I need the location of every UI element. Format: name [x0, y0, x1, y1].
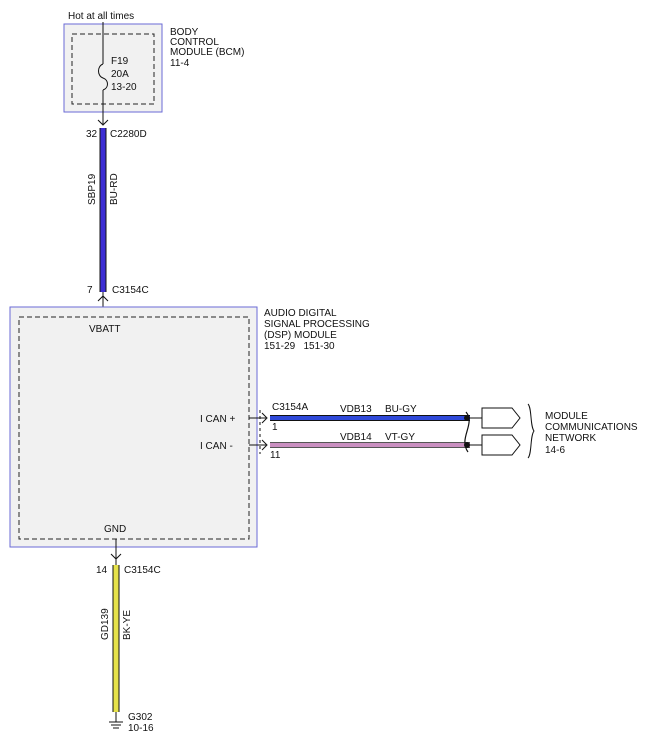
network-arrow-bottom-icon — [481, 434, 521, 456]
c3154c-top-pin: 7 — [87, 285, 93, 296]
wire-sbp19-circuit: SBP19 — [87, 173, 98, 205]
bcm-name-line-2: CONTROL — [170, 37, 219, 48]
network-arrow-top-icon — [481, 407, 521, 429]
c3154a-minus-connector-symbol — [261, 439, 268, 451]
twisted-pair-marker — [464, 411, 470, 453]
network-name-line-1: MODULE — [545, 411, 588, 422]
c2280d-pin: 32 — [86, 129, 98, 140]
bcm-name-line-3: MODULE (BCM) — [170, 47, 244, 58]
dsp-module-inner-boundary — [18, 316, 250, 540]
wire-vdb13-circuit: VDB13 — [340, 404, 372, 415]
network-name-line-2: COMMUNICATIONS — [545, 422, 638, 433]
dsp-page-refs: 151-29 151-30 — [264, 341, 335, 352]
c3154c-bottom-connector-symbol — [110, 553, 122, 560]
fuse-ref: 13-20 — [111, 82, 137, 93]
c3154a-pin-minus: 11 — [270, 450, 281, 461]
c3154c-top-connector-symbol — [97, 295, 109, 302]
bcm-module-inner-boundary — [71, 33, 155, 105]
wire-vdb14-circuit: VDB14 — [340, 432, 372, 443]
c2280d-connector-id: C2280D — [110, 129, 147, 140]
dsp-name-line-2: SIGNAL PROCESSING — [264, 319, 370, 330]
wire-vdb14-color-code: VT-GY — [385, 432, 415, 443]
ground-g302-icon — [109, 721, 123, 729]
c2280d-connector-symbol — [97, 119, 109, 126]
c3154c-bottom-connector-id: C3154C — [124, 565, 161, 576]
fuse-rating: 20A — [111, 69, 129, 80]
power-source-label: Hot at all times — [68, 11, 134, 22]
c3154c-bottom-pin: 14 — [96, 565, 108, 576]
c3154a-plus-connector-symbol — [261, 412, 268, 424]
dsp-module-box — [9, 306, 258, 548]
ground-ref: 10-16 — [128, 723, 154, 734]
twisted-pair-splice-top — [464, 415, 470, 421]
fuse-f19-symbol — [98, 63, 108, 91]
can-plus-pin-label: I CAN + — [200, 414, 235, 425]
bcm-module-box — [63, 23, 163, 113]
ground-id: G302 — [128, 712, 153, 723]
bcm-page-ref: 11-4 — [170, 58, 190, 69]
gnd-pin-label: GND — [104, 524, 126, 535]
c3154a-pin-plus: 1 — [272, 422, 278, 433]
network-page-ref: 14-6 — [545, 445, 565, 456]
wire-vdb13-color-code: BU-GY — [385, 404, 417, 415]
dsp-name-line-1: AUDIO DIGITAL — [264, 308, 337, 319]
network-bracket — [527, 403, 535, 459]
c3154c-top-connector-id: C3154C — [112, 285, 149, 296]
can-minus-pin-label: I CAN - — [200, 441, 233, 452]
c3154a-connector-id: C3154A — [272, 402, 308, 413]
network-name-line-3: NETWORK — [545, 433, 596, 444]
dsp-name-line-3: (DSP) MODULE — [264, 330, 337, 341]
twisted-pair-splice-bottom — [464, 442, 470, 448]
wire-gd139-circuit: GD139 — [100, 608, 111, 640]
wire-sbp19-color-code: BU-RD — [109, 173, 120, 205]
bcm-name-line-1: BODY — [170, 27, 199, 38]
fuse-id: F19 — [111, 56, 129, 67]
wire-gd139-color-code: BK-YE — [122, 610, 133, 640]
vbatt-pin-label: VBATT — [89, 324, 120, 335]
